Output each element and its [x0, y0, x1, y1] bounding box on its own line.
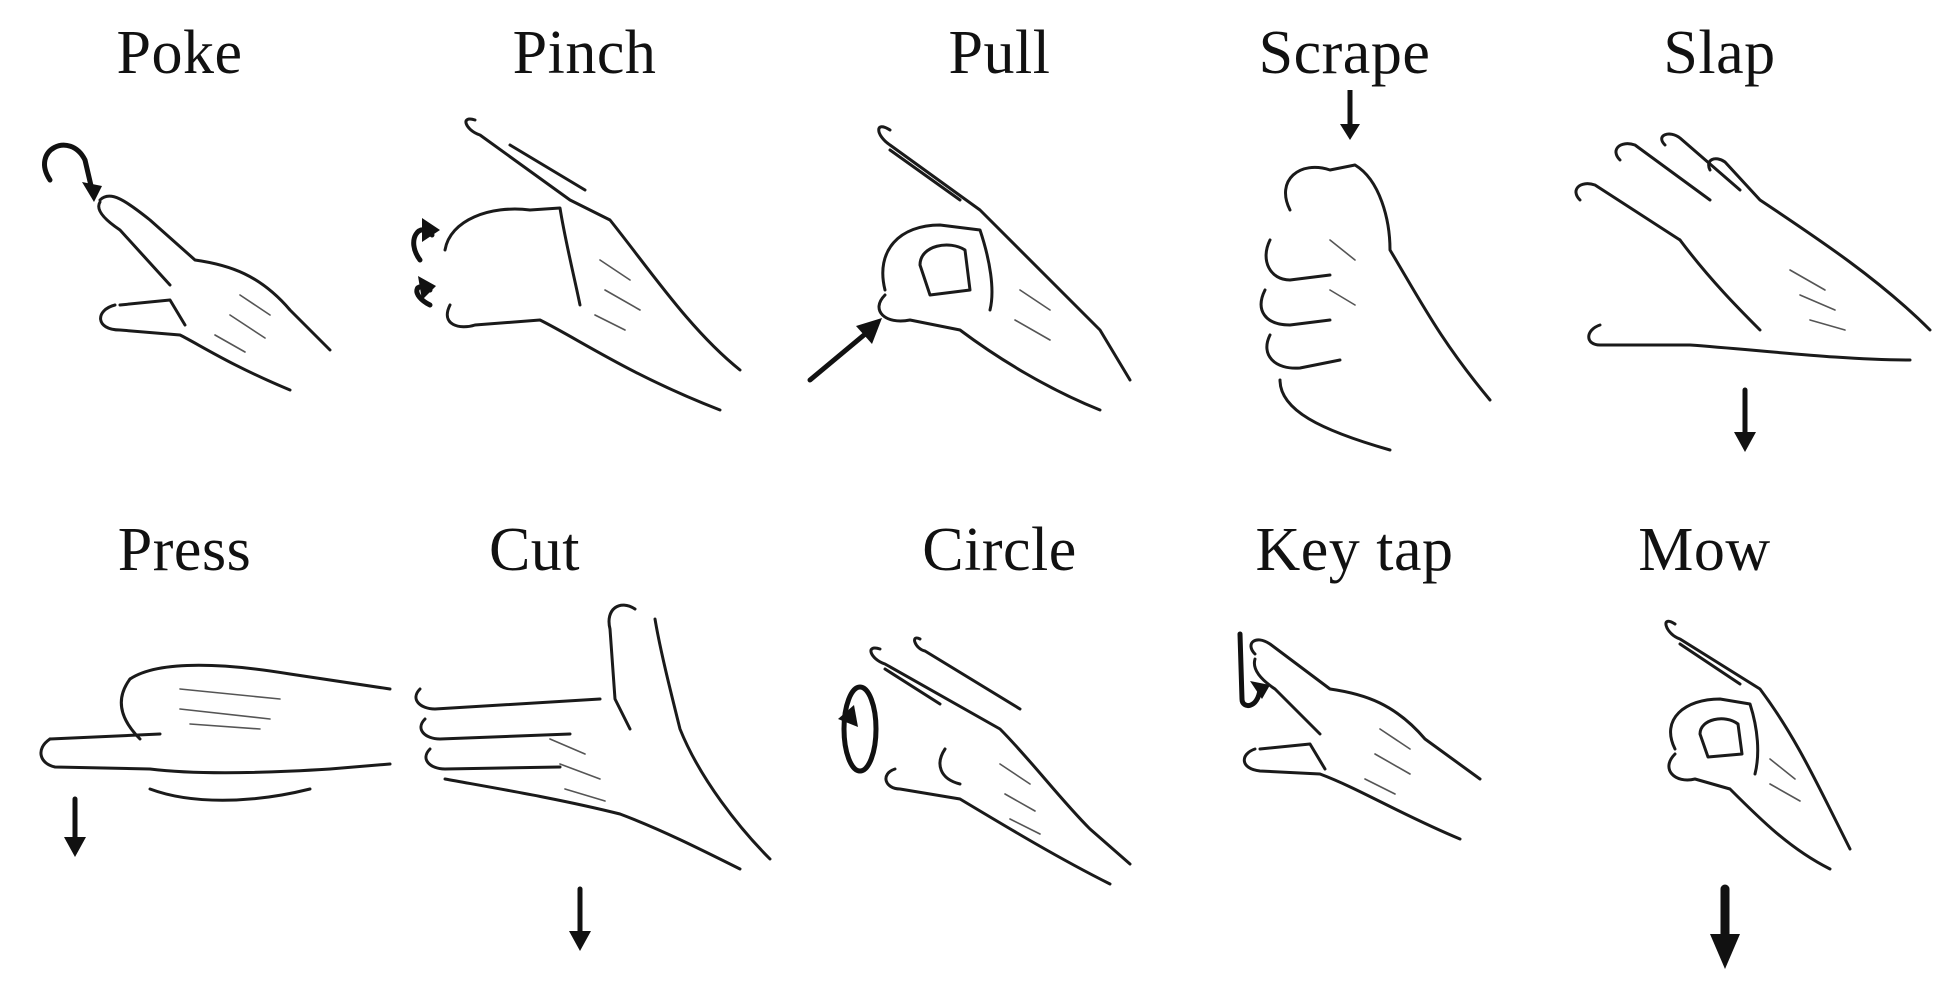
- gesture-cell-slap: Slap: [1560, 0, 1949, 499]
- mow-gesture-icon: [1664, 619, 1852, 969]
- gesture-label: Mow: [1638, 516, 1771, 584]
- pull-gesture-icon: [807, 125, 1132, 412]
- gesture-cell-cut: Cut: [400, 499, 789, 998]
- gesture-label: Poke: [116, 19, 243, 87]
- gesture-label: Cut: [488, 516, 581, 584]
- gesture-cell-press: Press: [30, 499, 419, 998]
- circle-gesture-icon: [838, 636, 1132, 886]
- poke-gesture-icon: [42, 142, 332, 392]
- gesture-label: Press: [117, 516, 252, 584]
- gesture-label: Pinch: [512, 19, 657, 87]
- gesture-cell-keytap: Key tap: [1180, 499, 1569, 998]
- gesture-label: Scrape: [1258, 19, 1431, 87]
- gesture-cell-poke: Poke: [30, 0, 419, 499]
- cut-gesture-icon: [414, 603, 772, 951]
- key-tap-gesture-icon: [1237, 631, 1482, 841]
- press-gesture-icon: [39, 663, 392, 857]
- gesture-cell-circle: Circle: [790, 499, 1179, 998]
- gesture-cell-scrape: Scrape: [1180, 0, 1569, 499]
- slap-gesture-icon: [1574, 132, 1932, 452]
- gesture-cell-mow: Mow: [1560, 499, 1949, 998]
- gesture-cell-pinch: Pinch: [400, 0, 789, 499]
- scrape-gesture-icon: [1259, 90, 1492, 452]
- gesture-cell-pull: Pull: [790, 0, 1179, 499]
- gesture-label: Circle: [922, 516, 1077, 584]
- gesture-label: Slap: [1663, 19, 1776, 87]
- gesture-label: Pull: [948, 19, 1051, 87]
- pinch-gesture-icon: [411, 117, 742, 412]
- gesture-label: Key tap: [1255, 516, 1454, 584]
